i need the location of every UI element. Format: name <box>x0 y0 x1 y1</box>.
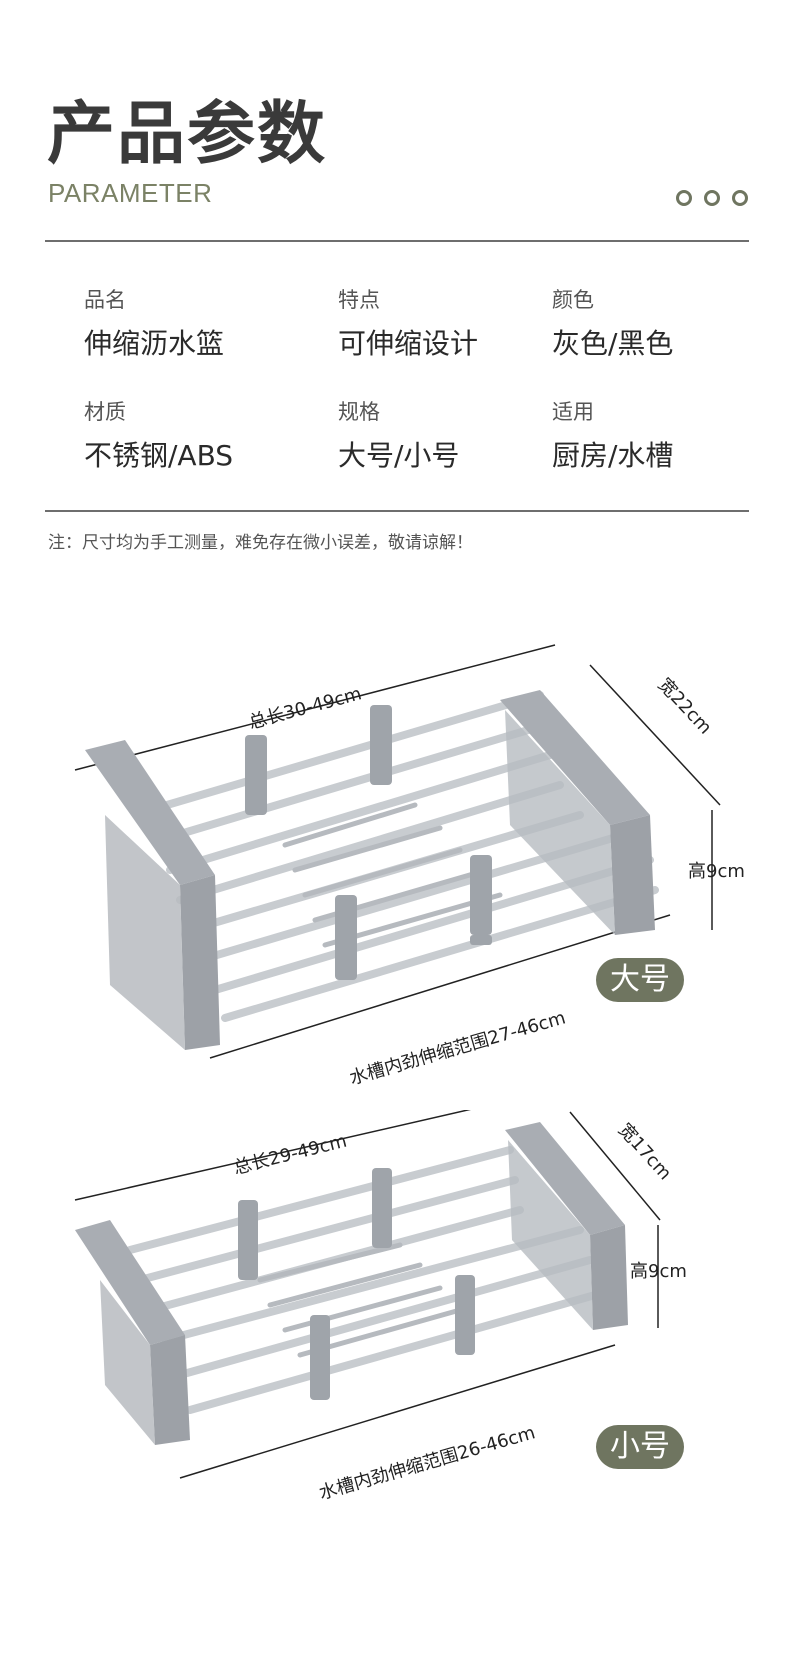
width-dimension-line <box>589 664 721 806</box>
page-subtitle: PARAMETER <box>48 178 213 208</box>
param-spec: 规格 大号/小号 <box>338 396 459 474</box>
dot-icon <box>704 190 720 206</box>
length-dimension-line <box>74 644 556 771</box>
dot-icon <box>676 190 692 206</box>
param-value: 伸缩沥水篮 <box>84 327 225 360</box>
param-usage: 适用 厨房/水槽 <box>552 396 673 474</box>
height-label: 高9cm <box>630 1261 687 1282</box>
total-length-label: 总长30-49cm <box>247 683 364 733</box>
large-basket-illustration: 总长30-49cm 宽22cm 高9cm 水槽内劲伸缩范围27-46cm <box>74 644 745 1089</box>
param-label: 特点 <box>338 288 380 312</box>
param-label: 规格 <box>338 400 380 424</box>
decorative-dots <box>676 190 748 206</box>
size-tag-small: 小号 <box>596 1425 684 1469</box>
param-feature: 特点 可伸缩设计 <box>338 284 478 362</box>
range-dimension-line <box>209 914 671 1059</box>
left-end-frame <box>85 740 220 1050</box>
large-basket-figure: 总长30-49cm 宽22cm 高9cm 水槽内劲伸缩范围27-46cm <box>0 640 790 1090</box>
param-material: 材质 不锈钢/ABS <box>84 396 233 474</box>
width-dimension-line <box>569 1111 661 1221</box>
top-divider <box>45 240 749 242</box>
size-tag-large: 大号 <box>596 958 684 1002</box>
param-label: 适用 <box>552 400 594 424</box>
bottom-divider <box>45 510 749 512</box>
param-color: 颜色 灰色/黑色 <box>552 284 673 362</box>
param-value: 不锈钢/ABS <box>84 439 234 472</box>
length-dimension-line <box>74 1097 521 1201</box>
right-end-frame <box>500 690 655 935</box>
param-value: 厨房/水槽 <box>552 439 674 472</box>
total-length-label: 总长29-49cm <box>232 1131 349 1179</box>
middle-sliders <box>245 705 492 980</box>
param-value: 大号/小号 <box>338 439 460 472</box>
small-basket-illustration: 总长29-49cm 宽17cm 高9cm 水槽内劲伸缩范围26-46cm <box>74 1097 687 1504</box>
param-label: 颜色 <box>552 288 594 312</box>
width-label: 宽17cm <box>614 1119 675 1184</box>
small-basket-figure: 总长29-49cm 宽17cm 高9cm 水槽内劲伸缩范围26-46cm <box>0 1097 790 1550</box>
middle-sliders <box>238 1168 475 1400</box>
param-name: 品名 伸缩沥水篮 <box>84 284 224 362</box>
param-value: 可伸缩设计 <box>338 327 479 360</box>
param-label: 材质 <box>84 400 126 424</box>
height-label: 高9cm <box>688 861 745 882</box>
range-label: 水槽内劲伸缩范围26-46cm <box>317 1422 538 1504</box>
left-end-frame <box>75 1220 190 1445</box>
param-label: 品名 <box>84 288 126 312</box>
right-end-frame <box>505 1122 628 1330</box>
range-dimension-line <box>179 1344 616 1479</box>
page-title: 产品参数 <box>47 95 328 174</box>
param-value: 灰色/黑色 <box>552 327 674 360</box>
measurement-note: 注：尺寸均为手工测量，难免存在微小误差，敬请谅解！ <box>48 533 473 553</box>
width-label: 宽22cm <box>654 674 716 738</box>
range-label: 水槽内劲伸缩范围27-46cm <box>347 1007 568 1089</box>
dot-icon <box>732 190 748 206</box>
